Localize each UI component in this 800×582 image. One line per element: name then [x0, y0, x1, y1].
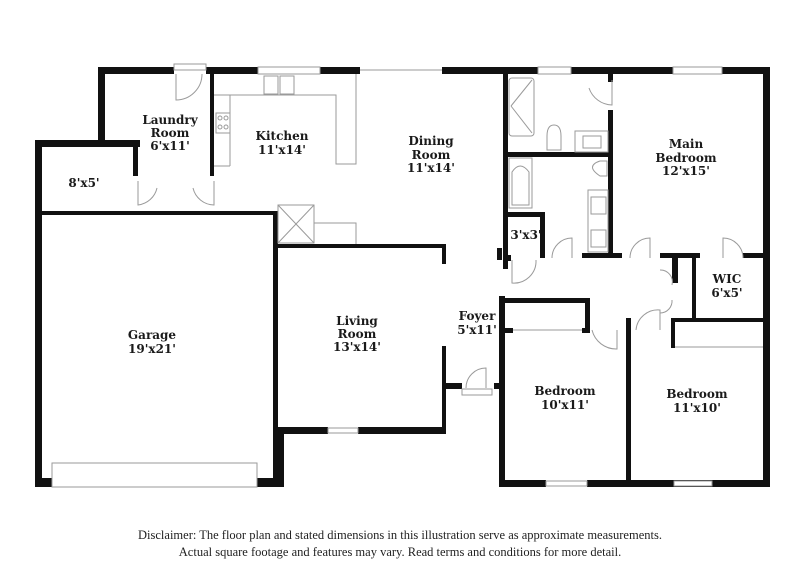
room-name-dining-2: Room: [412, 148, 451, 162]
room-dim-garage: 19'x21': [128, 342, 176, 356]
room-dim-wic: 6'x5': [711, 286, 742, 300]
windows: [51, 63, 723, 488]
room-name-main-bedroom-2: Bedroom: [655, 151, 716, 165]
room-name-foyer: Foyer: [459, 309, 496, 323]
room-dim-bedroom-3: 11'x10': [673, 401, 721, 415]
room-dim-dining: 11'x14': [407, 161, 455, 175]
room-dim-main-bedroom: 12'x15': [662, 164, 710, 178]
room-name-main-bedroom: Main: [669, 137, 704, 151]
walls: [35, 67, 770, 487]
room-name-laundry-2: Room: [151, 126, 190, 140]
room-dim-kitchen: 11'x14': [258, 143, 306, 157]
doors: [137, 73, 744, 396]
room-labels: Laundry Room 6'x11' 8'x5' Kitchen 11'x14…: [68, 113, 742, 415]
room-name-wic: WIC: [712, 272, 742, 286]
disclaimer-line-1: Disclaimer: The floor plan and stated di…: [138, 528, 662, 542]
room-dim-bedroom-2: 10'x11': [541, 398, 589, 412]
room-name-dining: Dining: [408, 134, 454, 148]
fixtures: [214, 74, 763, 348]
room-name-kitchen: Kitchen: [256, 129, 309, 143]
room-dim-laundry: 6'x11': [150, 139, 190, 153]
disclaimer-line-2: Actual square footage and features may v…: [178, 545, 622, 559]
room-name-bedroom-2: Bedroom: [534, 384, 595, 398]
room-name-laundry: Laundry: [142, 113, 198, 127]
disclaimer: Disclaimer: The floor plan and stated di…: [0, 527, 800, 561]
room-name-bedroom-3: Bedroom: [666, 387, 727, 401]
room-name-living-2: Room: [338, 327, 377, 341]
room-name-living: Living: [336, 314, 378, 328]
room-dim-closet: 3'x3': [510, 228, 541, 242]
room-name-garage: Garage: [128, 328, 177, 342]
room-dim-storage: 8'x5': [68, 176, 99, 190]
room-dim-foyer: 5'x11': [457, 323, 497, 337]
room-dim-living: 13'x14': [333, 340, 381, 354]
